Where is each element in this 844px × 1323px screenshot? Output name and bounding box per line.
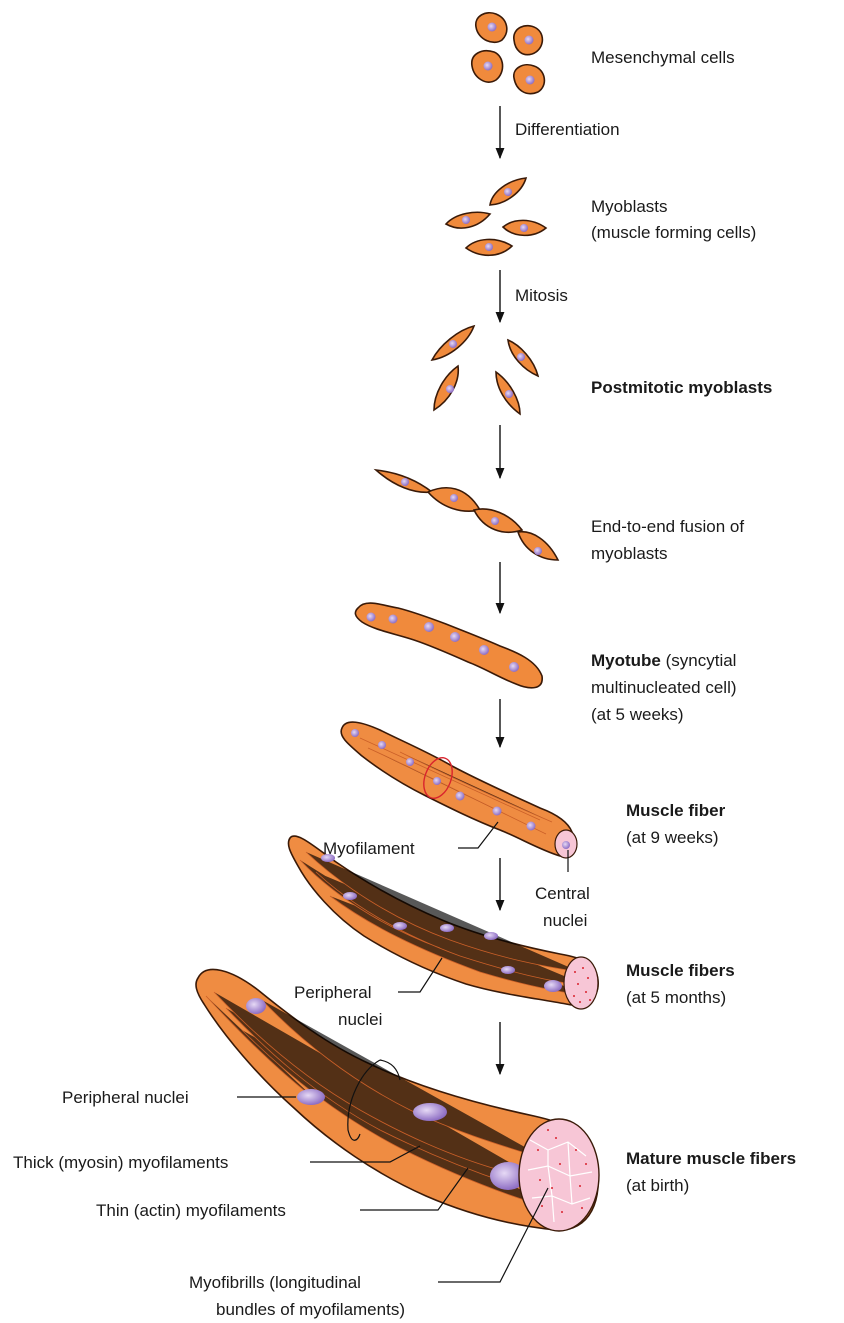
label-peripheral-2: nuclei — [338, 1010, 382, 1029]
myotube — [355, 603, 542, 688]
label-mature-1: Mature muscle fibers — [626, 1149, 796, 1168]
fiber-cross-section-2 — [564, 957, 598, 1009]
myoblast — [446, 212, 490, 228]
fusing-myoblasts — [376, 470, 558, 560]
myoblasts — [446, 178, 546, 255]
myoblast — [466, 239, 512, 255]
postmitotic-myoblast — [434, 366, 458, 410]
label-fibers-2: (at 5 months) — [626, 988, 726, 1007]
label-myotube-2: multinucleated cell) — [591, 678, 737, 697]
label-fiber-2: (at 9 weeks) — [626, 828, 719, 847]
postmitotic-myoblasts — [432, 326, 538, 414]
mesenchymal-cells — [472, 13, 545, 94]
label-myofilament: Myofilament — [323, 839, 415, 858]
label-differentiation: Differentiation — [515, 120, 620, 139]
postmitotic-myoblast — [508, 340, 538, 376]
label-myotube-1: Myotube (syncytial — [591, 651, 736, 670]
label-fiber-1: Muscle fiber — [626, 801, 726, 820]
myoblast — [503, 220, 546, 235]
mesenchymal-cell — [472, 51, 503, 82]
label-mature-2: (at birth) — [626, 1176, 689, 1195]
postmitotic-myoblast — [496, 372, 520, 414]
label-myoblasts-1: Myoblasts — [591, 197, 668, 216]
label-peripheral-1: Peripheral — [294, 983, 372, 1002]
label-myofibrills-2: bundles of myofilaments) — [216, 1300, 405, 1319]
mature-muscle-fibers — [196, 969, 599, 1231]
postmitotic-myoblast — [432, 326, 474, 360]
mesenchymal-cell — [514, 26, 543, 55]
label-peripheral-nuclei: Peripheral nuclei — [62, 1088, 189, 1107]
label-fusion-2: myoblasts — [591, 544, 668, 563]
label-thick: Thick (myosin) myofilaments — [13, 1153, 228, 1172]
label-postmitotic: Postmitotic myoblasts — [591, 378, 772, 397]
label-myotube-bold: Myotube — [591, 651, 661, 670]
label-myotube-rest: (syncytial — [661, 651, 737, 670]
label-myofibrills-1: Myofibrills (longitudinal — [189, 1273, 361, 1292]
myoblast — [490, 178, 526, 205]
label-mesenchymal: Mesenchymal cells — [591, 48, 735, 67]
label-myoblasts-2: (muscle forming cells) — [591, 223, 756, 242]
label-fibers-1: Muscle fibers — [626, 961, 735, 980]
mesenchymal-cell — [514, 65, 545, 94]
muscle-fiber-9-weeks — [341, 722, 577, 858]
mature-cross-section — [519, 1119, 599, 1231]
label-central-1: Central — [535, 884, 590, 903]
label-central-2: nuclei — [543, 911, 587, 930]
label-fusion-1: End-to-end fusion of — [591, 517, 744, 536]
label-mitosis: Mitosis — [515, 286, 568, 305]
mesenchymal-cell — [476, 13, 507, 43]
label-thin: Thin (actin) myofilaments — [96, 1201, 286, 1220]
label-myotube-3: (at 5 weeks) — [591, 705, 684, 724]
